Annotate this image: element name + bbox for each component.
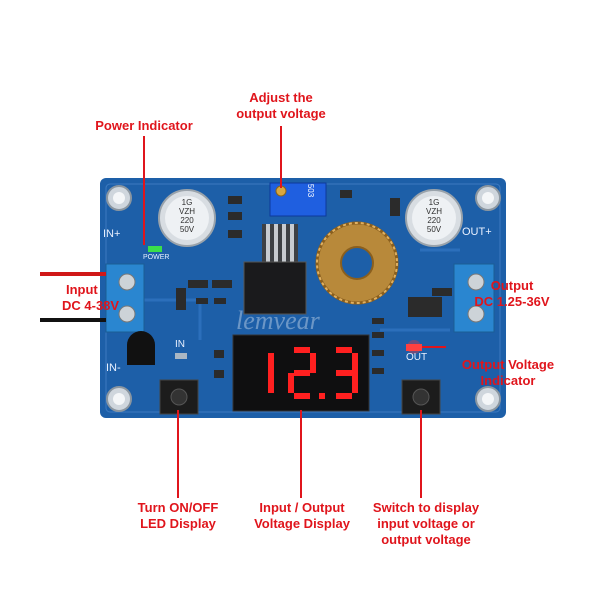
digit-segment bbox=[352, 373, 358, 393]
switch-line-2: input voltage or bbox=[377, 516, 475, 531]
input-line-2: DC 4-38V bbox=[62, 298, 120, 313]
adjust-voltage-label: Adjust the output voltage bbox=[226, 90, 336, 122]
in-silk-label: IN bbox=[175, 339, 185, 350]
input-line-1: Input bbox=[66, 282, 98, 297]
cap-left-line: 1G bbox=[181, 198, 193, 207]
digit-segment bbox=[310, 353, 316, 373]
digit-segment bbox=[336, 347, 352, 353]
cap-left-line: 50V bbox=[179, 225, 195, 234]
mounting-holes bbox=[106, 185, 501, 412]
transistor bbox=[127, 331, 155, 365]
switch-label: Switch to display input voltage or outpu… bbox=[366, 500, 486, 548]
capacitor-left bbox=[158, 189, 216, 247]
out-led bbox=[406, 344, 422, 351]
onoff-switch bbox=[159, 379, 199, 415]
switch-line-1: Switch to display bbox=[372, 500, 480, 515]
output-terminal-block bbox=[453, 263, 495, 333]
digit-segment bbox=[288, 373, 294, 393]
digit-segment bbox=[268, 373, 274, 393]
in-minus-label: IN- bbox=[106, 362, 121, 374]
output-line-1: Output bbox=[490, 278, 534, 293]
potentiometer bbox=[269, 182, 327, 217]
display-switch bbox=[401, 379, 441, 415]
power-led bbox=[148, 246, 162, 252]
switch-line-3: output voltage bbox=[381, 532, 471, 547]
in-led bbox=[175, 353, 187, 359]
input-terminal-block bbox=[105, 263, 145, 333]
onoff-label: Turn ON/OFF LED Display bbox=[126, 500, 230, 532]
annotation-lines bbox=[143, 126, 446, 498]
cap-left-line: VZH bbox=[179, 207, 195, 216]
output-indicator-line-1: Output Voltage bbox=[461, 357, 555, 372]
input-label: Input DC 4-38V bbox=[62, 282, 119, 314]
power-silk-label: POWER bbox=[143, 254, 170, 261]
cap-right-line: 220 bbox=[427, 216, 441, 225]
smd-components bbox=[176, 190, 452, 378]
cap-right-line: 50V bbox=[426, 225, 442, 234]
adjust-line-1: Adjust the bbox=[249, 90, 313, 105]
watermark: lemvear bbox=[236, 306, 320, 335]
inductor-coil bbox=[315, 221, 399, 305]
pot-code: 503 bbox=[306, 183, 316, 198]
capacitor-right-text: 1G VZH 220 50V bbox=[417, 198, 451, 234]
digit-segment bbox=[294, 370, 310, 376]
capacitor-left-text: 1G VZH 220 50V bbox=[170, 198, 204, 234]
out-plus-label: OUT+ bbox=[462, 226, 492, 238]
digit-segment bbox=[336, 370, 352, 376]
turn-line-1: Turn ON/OFF bbox=[137, 500, 219, 515]
cap-right-line: 1G bbox=[428, 198, 440, 207]
turn-line-2: LED Display bbox=[140, 516, 216, 531]
display-line-1: Input / Output bbox=[259, 500, 345, 515]
digit-segment bbox=[294, 347, 310, 353]
digit-segment bbox=[352, 353, 358, 373]
regulator-chip bbox=[243, 224, 307, 315]
cap-right-line: VZH bbox=[426, 207, 442, 216]
display-digits bbox=[268, 347, 358, 399]
display-line-2: Voltage Display bbox=[254, 516, 350, 531]
decimal-point bbox=[319, 393, 325, 399]
digit-segment bbox=[336, 393, 352, 399]
output-indicator-line-2: Indicator bbox=[480, 373, 536, 388]
output-line-2: DC 1.25-36V bbox=[474, 294, 550, 309]
capacitor-right bbox=[405, 189, 463, 247]
display-label: Input / Output Voltage Display bbox=[250, 500, 354, 532]
adjust-line-2: output voltage bbox=[236, 106, 326, 121]
power-indicator-label: Power Indicator bbox=[78, 118, 210, 134]
digit-segment bbox=[294, 393, 310, 399]
digit-segment bbox=[268, 353, 274, 373]
output-indicator-label: Output Voltage Indicator bbox=[448, 357, 568, 389]
power-indicator-text: Power Indicator bbox=[95, 118, 193, 133]
cap-left-line: 220 bbox=[180, 216, 194, 225]
output-label: Output DC 1.25-36V bbox=[464, 278, 560, 310]
out-silk-label: OUT bbox=[406, 352, 428, 363]
in-plus-label: IN+ bbox=[103, 228, 121, 240]
